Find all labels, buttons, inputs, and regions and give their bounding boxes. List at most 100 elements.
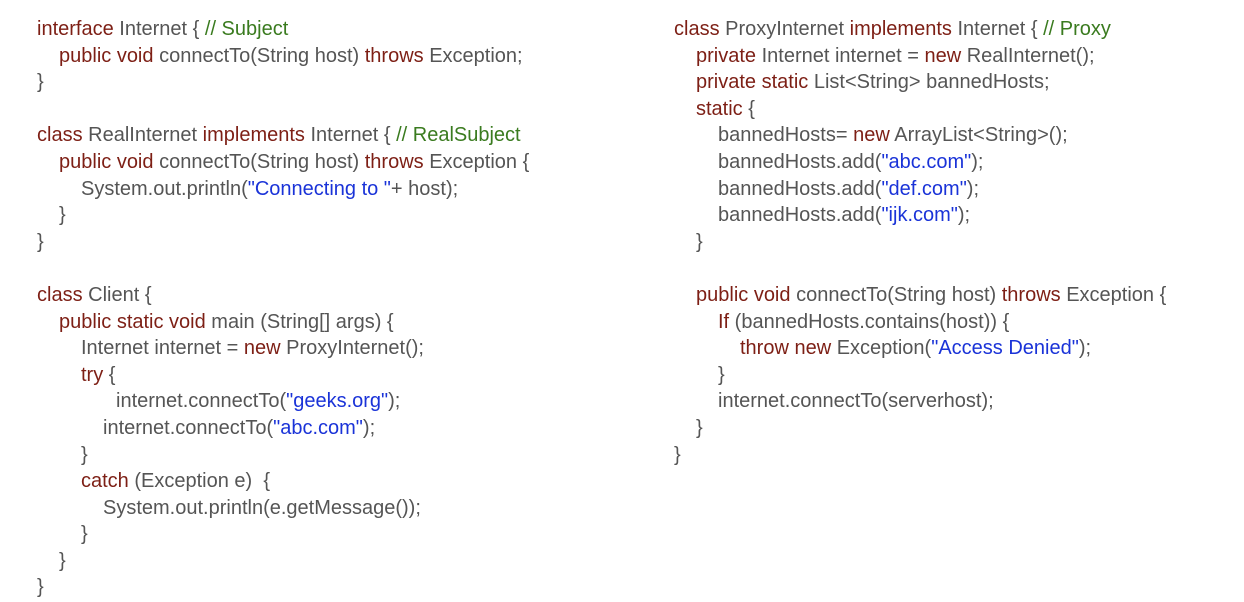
code-token: throws [364, 44, 424, 67]
code-token: } [696, 230, 703, 253]
code-line: internet.connectTo("geeks.org"); [37, 388, 529, 415]
code-line: } [674, 415, 1166, 442]
code-token: throws [1001, 283, 1061, 306]
code-token: ArrayList<String>(); [889, 124, 1068, 147]
code-line: private static List<String> bannedHosts; [674, 69, 1166, 96]
code-token: RealInternet [82, 124, 203, 147]
code-token: Exception { [423, 150, 530, 173]
code-token: public void [59, 44, 154, 67]
code-line: } [674, 442, 1166, 469]
code-token: bannedHosts.add( [718, 204, 882, 227]
code-token: Internet { [951, 18, 1044, 40]
code-token: (Exception e) { [128, 470, 270, 493]
code-token: Internet internet = [81, 337, 244, 360]
code-line: class RealInternet implements Internet {… [37, 122, 529, 149]
code-token: interface [37, 18, 114, 40]
code-token: catch [81, 470, 129, 493]
code-token: // Proxy [1043, 18, 1111, 40]
code-line: throw new Exception("Access Denied"); [674, 335, 1166, 362]
code-token: If [718, 310, 730, 333]
code-token: } [37, 71, 44, 94]
code-line: private Internet internet = new RealInte… [674, 43, 1166, 70]
code-line: public void connectTo(String host) throw… [37, 43, 529, 70]
code-line: bannedHosts.add("def.com"); [674, 176, 1166, 203]
code-token: bannedHosts.add( [718, 150, 882, 173]
code-token: main (String[] args) { [205, 310, 394, 333]
code-line [37, 96, 529, 123]
code-token: ProxyInternet(); [280, 337, 424, 360]
code-token: } [718, 363, 725, 386]
code-line: } [37, 548, 529, 575]
code-token: new [924, 44, 962, 67]
code-token: ); [1078, 337, 1092, 360]
code-token: ); [362, 416, 376, 439]
code-token: + host); [390, 177, 459, 200]
code-token: // RealSubject [396, 124, 521, 147]
code-token: ); [957, 204, 971, 227]
code-token: List<String> bannedHosts; [808, 71, 1050, 94]
code-line: bannedHosts= new ArrayList<String>(); [674, 122, 1166, 149]
code-token: private [696, 44, 757, 67]
code-token: public void [696, 283, 791, 306]
code-line: internet.connectTo("abc.com"); [37, 415, 529, 442]
code-token: } [37, 576, 44, 599]
code-token: static [696, 97, 743, 120]
code-token: internet.connectTo(serverhost); [718, 390, 994, 413]
code-token: Internet internet = [756, 44, 925, 67]
code-line: public void connectTo(String host) throw… [674, 282, 1166, 309]
code-token: class [37, 283, 83, 306]
code-token: } [81, 523, 88, 546]
code-line: class Client { [37, 282, 529, 309]
code-line: } [37, 229, 529, 256]
code-token: connectTo(String host) [153, 150, 365, 173]
code-line: } [37, 202, 529, 229]
code-token: class [37, 124, 83, 147]
code-line: try { [37, 362, 529, 389]
code-token: "geeks.org" [286, 390, 389, 413]
code-token: Exception; [423, 44, 523, 67]
code-token: Exception { [1060, 283, 1167, 306]
code-token: Exception( [831, 337, 932, 360]
code-line: public void connectTo(String host) throw… [37, 149, 529, 176]
code-token: new [243, 337, 281, 360]
code-line: } [37, 521, 529, 548]
code-token: public void [59, 150, 154, 173]
code-line [37, 255, 529, 282]
code-token: { [103, 363, 116, 386]
code-token: "Access Denied" [931, 337, 1079, 360]
code-line: } [37, 442, 529, 469]
code-token: class [674, 18, 720, 40]
code-line: If (bannedHosts.contains(host)) { [674, 309, 1166, 336]
code-token: private static [696, 71, 809, 94]
code-token: connectTo(String host) [153, 44, 365, 67]
code-line: } [37, 69, 529, 96]
code-line: bannedHosts.add("abc.com"); [674, 149, 1166, 176]
code-token: throws [364, 150, 424, 173]
code-token: } [696, 416, 703, 439]
code-line: interface Internet { // Subject [37, 16, 529, 43]
code-token: Client { [82, 283, 152, 306]
code-token: "Connecting to " [247, 177, 391, 200]
code-token: Internet { [304, 124, 397, 147]
code-token: RealInternet(); [961, 44, 1095, 67]
code-line: Internet internet = new ProxyInternet(); [37, 335, 529, 362]
code-token: Internet { [113, 18, 205, 40]
code-token: try [81, 363, 104, 386]
code-token: ); [388, 390, 401, 413]
code-token: "def.com" [881, 177, 967, 200]
code-token: internet.connectTo( [116, 390, 287, 413]
code-token: ProxyInternet [719, 18, 850, 40]
code-token: ); [971, 150, 984, 173]
code-token: "ijk.com" [881, 204, 958, 227]
code-token: throw new [740, 337, 832, 360]
code-token: implements [202, 124, 305, 147]
code-token: bannedHosts= [718, 124, 854, 147]
code-token: } [81, 443, 88, 466]
code-line: System.out.println("Connecting to "+ hos… [37, 176, 529, 203]
code-token: } [37, 230, 44, 253]
code-token: (bannedHosts.contains(host)) { [729, 310, 1010, 333]
code-line: public static void main (String[] args) … [37, 309, 529, 336]
code-token: } [674, 443, 681, 466]
code-token: public static void [59, 310, 206, 333]
